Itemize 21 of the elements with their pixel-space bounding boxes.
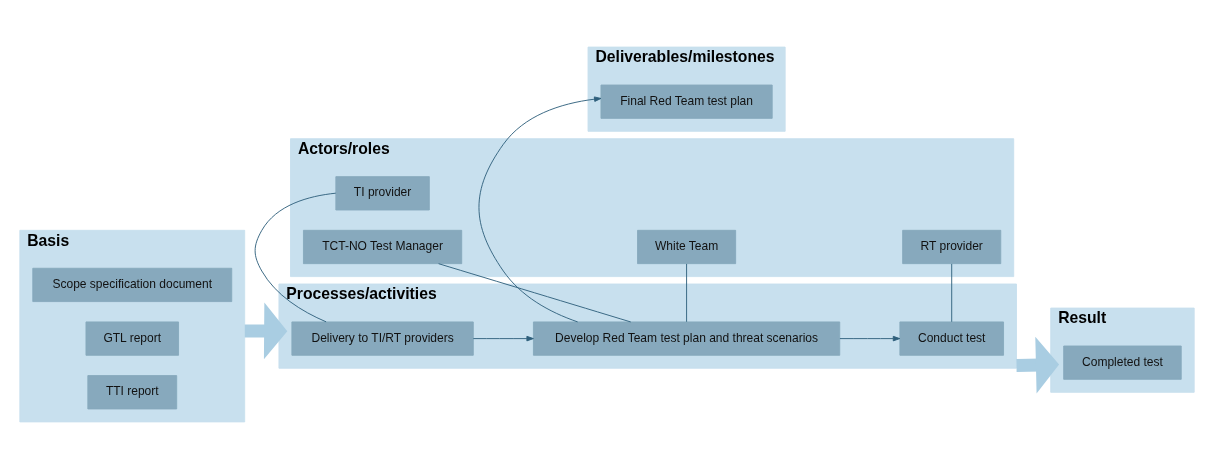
arrow <box>244 302 288 359</box>
connector <box>951 262 953 322</box>
arrow <box>839 335 901 341</box>
node-box: Conduct test <box>899 321 1004 356</box>
node-box: Delivery to TI/RT providers <box>291 321 474 356</box>
connector <box>686 262 688 322</box>
node-box: TI provider <box>335 175 430 210</box>
connector <box>254 192 337 322</box>
node-box: Scope specification document <box>32 267 233 302</box>
node-box: TCT-NO Test Manager <box>303 229 463 264</box>
node-box: Completed test <box>1063 345 1182 380</box>
connector <box>438 262 632 322</box>
arrow <box>472 335 534 341</box>
node-box: GTL report <box>85 321 179 356</box>
node-box: White Team <box>637 229 737 264</box>
arrow <box>1016 336 1060 393</box>
arrow <box>478 95 602 322</box>
node-box: Develop Red Team test plan and threat scenarios <box>532 321 841 356</box>
node-box: RT provider <box>902 229 1002 264</box>
node-box: TTI report <box>87 374 178 409</box>
node-box: Final Red Team test plan <box>600 84 773 119</box>
